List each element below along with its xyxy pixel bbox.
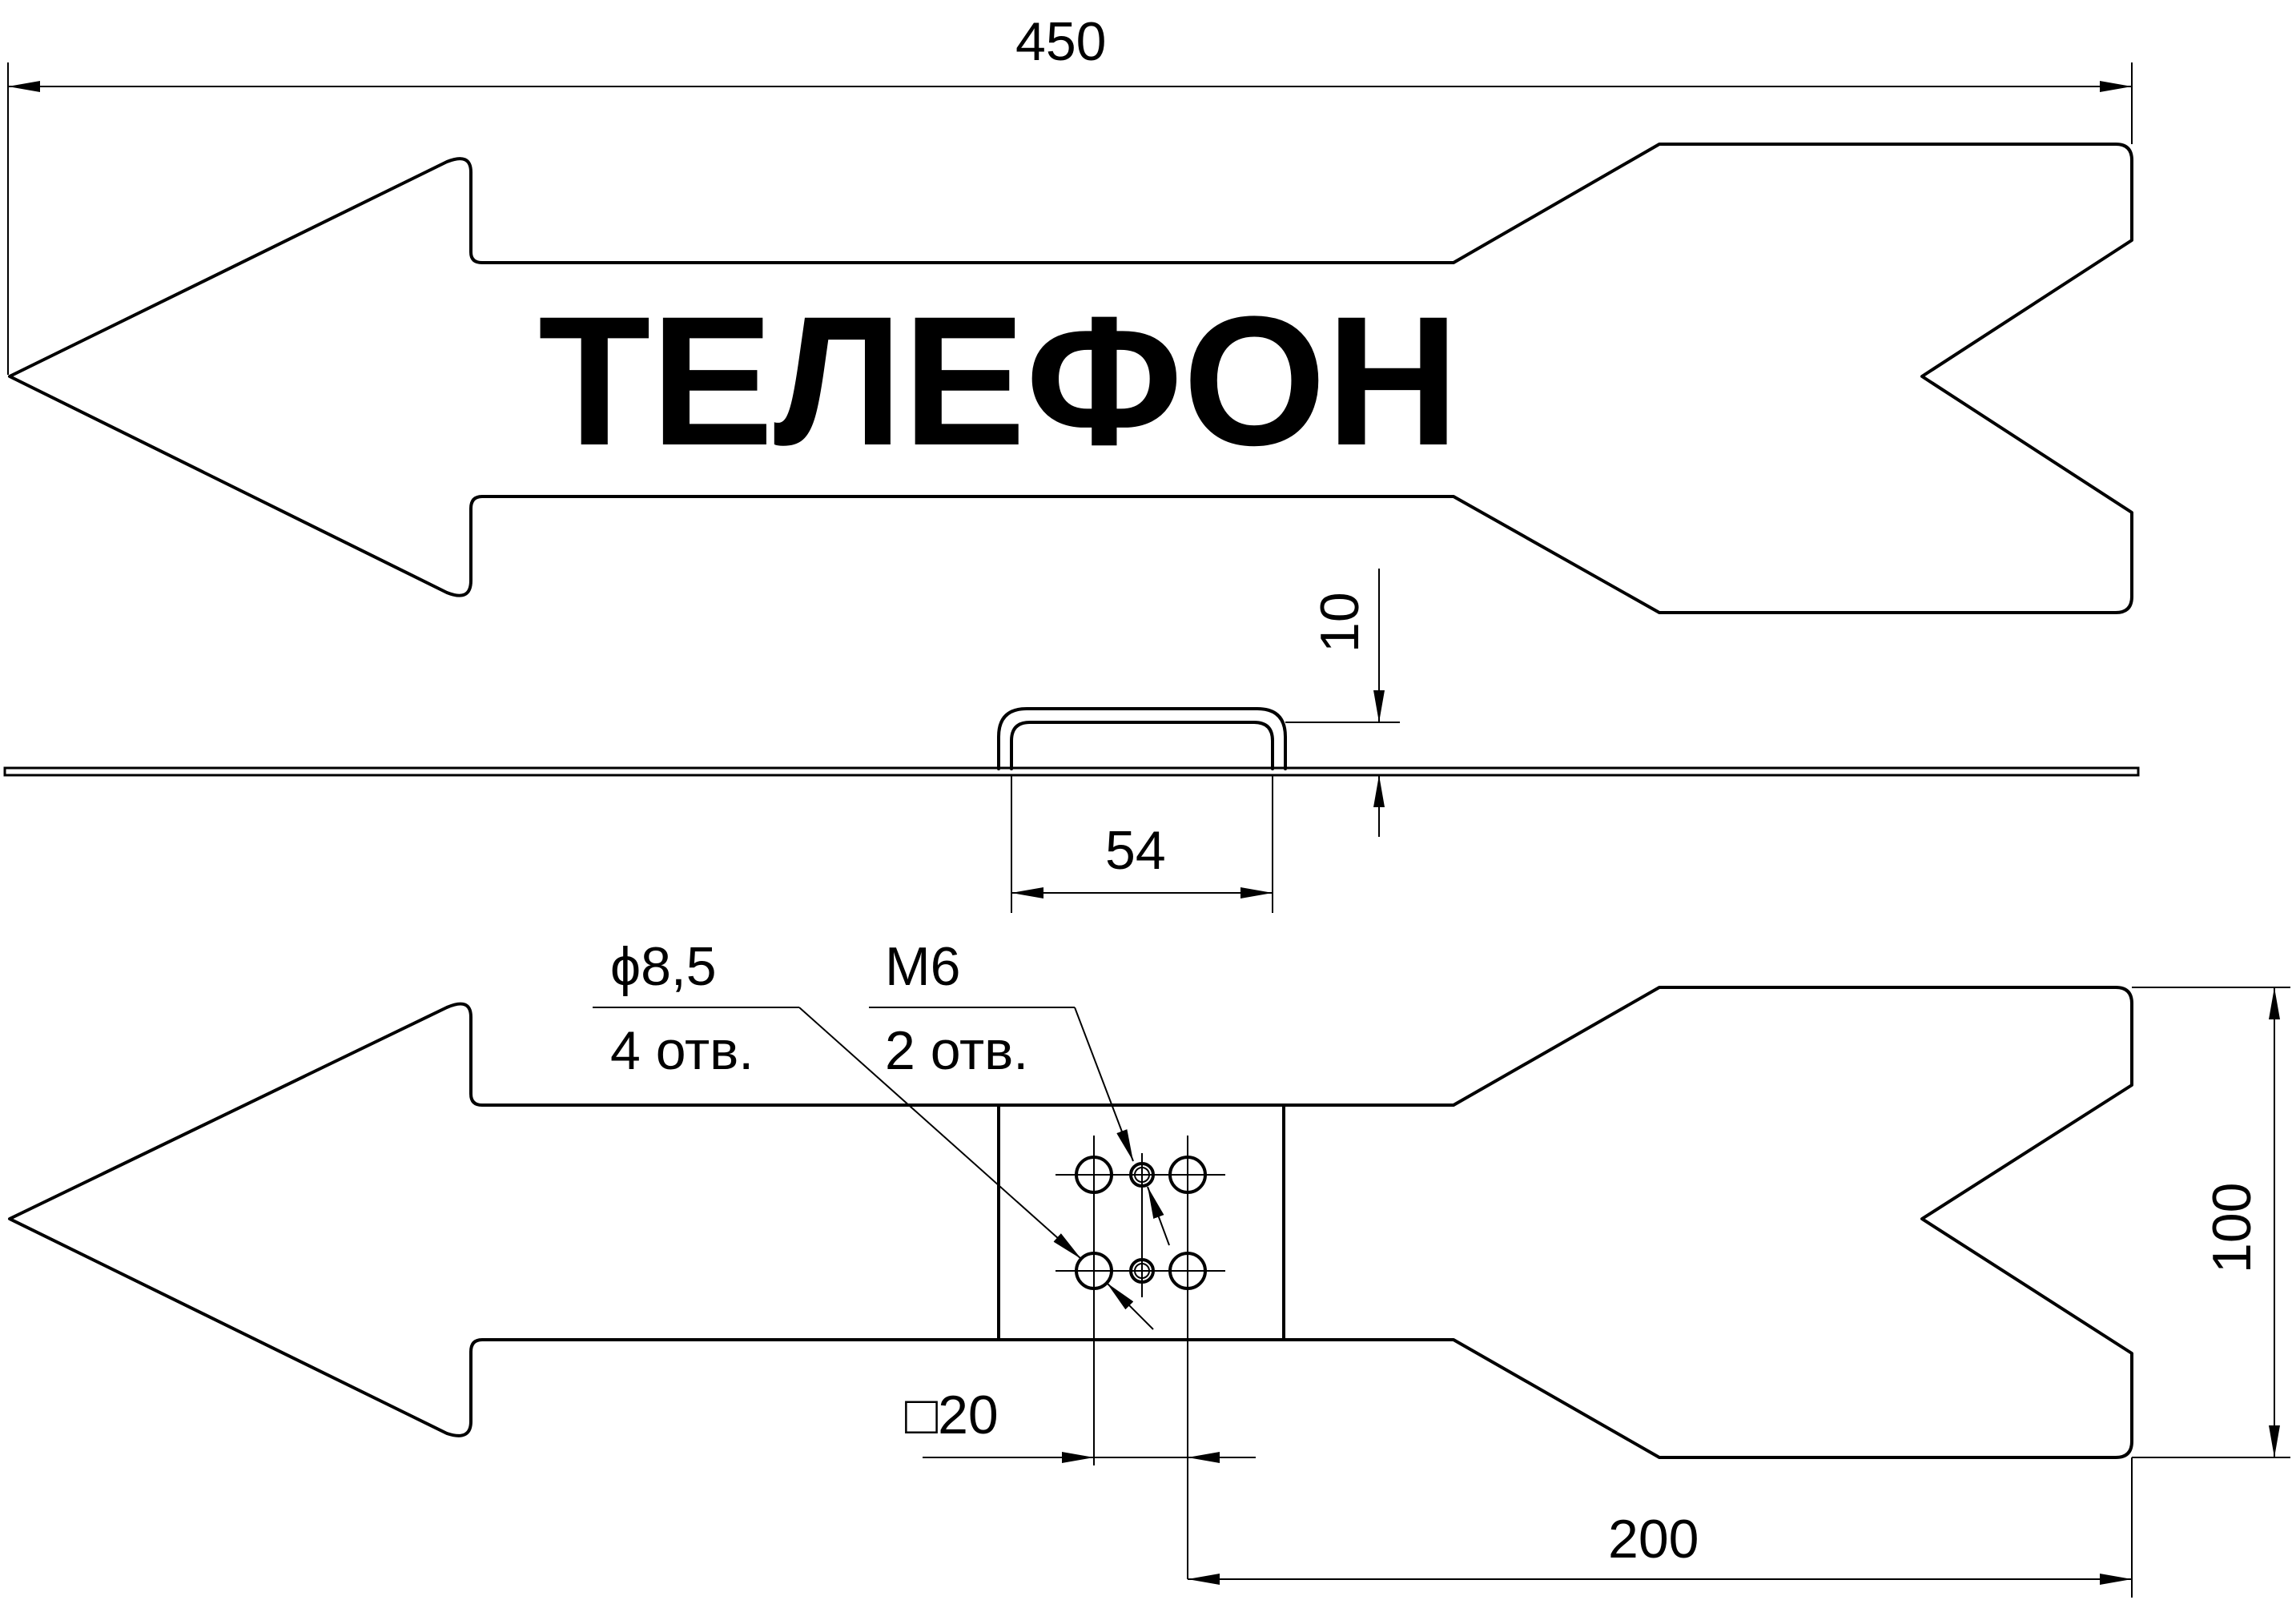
hole-bottom-right [1168,1252,1207,1290]
thread-bottom [1129,1258,1155,1284]
dimension-text-200: 200 [1608,1509,1699,1570]
arrow-outline-bottom [8,986,2133,1459]
hole-bottom-left [1075,1252,1113,1290]
dimension-text-450: 450 [1015,11,1106,72]
back-view [8,986,2133,1579]
hole-top-left [1075,1156,1113,1194]
side-view [3,707,2140,777]
leader-thread: M6 2 отв. [869,936,1170,1246]
hole-diameter-text: ϕ8,5 [610,936,717,997]
arrow-outline-top [8,143,2133,614]
dimension-clip-height: 10 [1285,569,1400,837]
leader-hole-diameter: ϕ8,5 4 отв. [593,936,1154,1330]
thread-text: M6 [885,936,960,997]
dimension-text-10: 10 [1309,592,1370,653]
square-pattern-text: □20 [905,1385,999,1445]
thread-count-text: 2 отв. [885,1020,1028,1081]
dimension-text-100: 100 [2202,1183,2262,1273]
dimension-clip-width: 54 [1011,775,1273,913]
mounting-clip [997,707,1287,770]
dimension-square-pattern: □20 [905,1385,1256,1463]
hole-top-right [1168,1156,1207,1194]
dimension-text-54: 54 [1105,820,1166,881]
plate-edge [3,766,2140,777]
dimension-overall-length: 450 [7,11,2133,375]
hole-count-text: 4 отв. [610,1020,754,1081]
sign-text: ТЕЛЕФОН [538,278,1459,484]
thread-top [1129,1162,1155,1188]
dimension-offset: 200 [1188,1457,2133,1598]
dimension-height: 100 [2132,987,2290,1458]
front-view: ТЕЛЕФОН [8,143,2133,614]
